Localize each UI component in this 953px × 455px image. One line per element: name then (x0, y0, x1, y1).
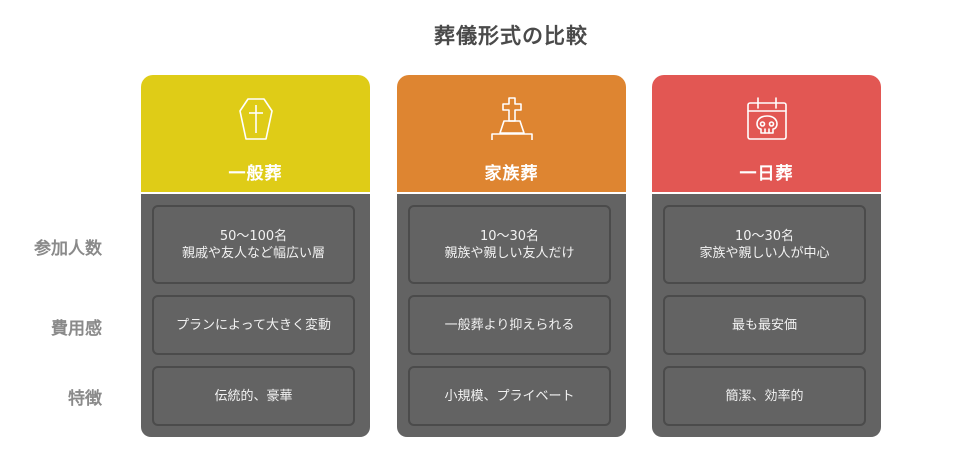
participants-desc: 親族や親しい友人だけ (444, 245, 575, 261)
column-header: 一日葬 (652, 75, 881, 192)
cell-cost: 一般葬より抑えられる (408, 295, 611, 355)
participants-desc: 家族や親しい人が中心 (699, 245, 830, 261)
feature-text: 伝統的、豪華 (214, 388, 293, 404)
feature-text: 小規模、プライベート (444, 388, 575, 404)
column-header: 家族葬 (397, 75, 626, 192)
row-label-features: 特徴 (68, 389, 102, 409)
column-body: 10〜30名 家族や親しい人が中心 最も最安価 簡潔、効率的 (652, 194, 881, 437)
cost-text: 一般葬より抑えられる (444, 317, 575, 333)
column-family-funeral: 家族葬 10〜30名 親族や親しい友人だけ 一般葬より抑えられる 小規模、プライ… (397, 75, 626, 437)
cell-feature: 簡潔、効率的 (663, 366, 866, 426)
column-one-day-funeral: 一日葬 10〜30名 家族や親しい人が中心 最も最安価 簡潔、効率的 (652, 75, 881, 437)
gravestone-cross-icon (490, 97, 533, 140)
row-label-cost: 費用感 (51, 319, 102, 339)
feature-text: 簡潔、効率的 (725, 388, 804, 404)
calendar-skull-icon (746, 97, 787, 140)
column-title: 家族葬 (484, 164, 539, 184)
participants-count: 50〜100名 (219, 228, 288, 244)
participants-count: 10〜30名 (479, 228, 540, 244)
cell-feature: 小規模、プライベート (408, 366, 611, 426)
column-header: 一般葬 (141, 75, 370, 192)
cost-text: プランによって大きく変動 (176, 317, 331, 333)
column-title: 一般葬 (228, 164, 283, 184)
cell-cost: プランによって大きく変動 (152, 295, 355, 355)
cost-text: 最も最安価 (731, 317, 797, 333)
diagram-title: 葬儀形式の比較 (434, 24, 588, 48)
column-body: 10〜30名 親族や親しい友人だけ 一般葬より抑えられる 小規模、プライベート (397, 194, 626, 437)
column-general-funeral: 一般葬 50〜100名 親戚や友人など幅広い層 プランによって大きく変動 伝統的… (141, 75, 370, 437)
cell-participants: 10〜30名 家族や親しい人が中心 (663, 205, 866, 284)
column-body: 50〜100名 親戚や友人など幅広い層 プランによって大きく変動 伝統的、豪華 (141, 194, 370, 437)
cell-feature: 伝統的、豪華 (152, 366, 355, 426)
cell-participants: 10〜30名 親族や親しい友人だけ (408, 205, 611, 284)
participants-count: 10〜30名 (734, 228, 795, 244)
cell-participants: 50〜100名 親戚や友人など幅広い層 (152, 205, 355, 284)
column-title: 一日葬 (739, 164, 794, 184)
cell-cost: 最も最安価 (663, 295, 866, 355)
coffin-icon (238, 98, 273, 140)
participants-desc: 親戚や友人など幅広い層 (181, 245, 325, 261)
row-label-participants: 参加人数 (34, 239, 102, 259)
